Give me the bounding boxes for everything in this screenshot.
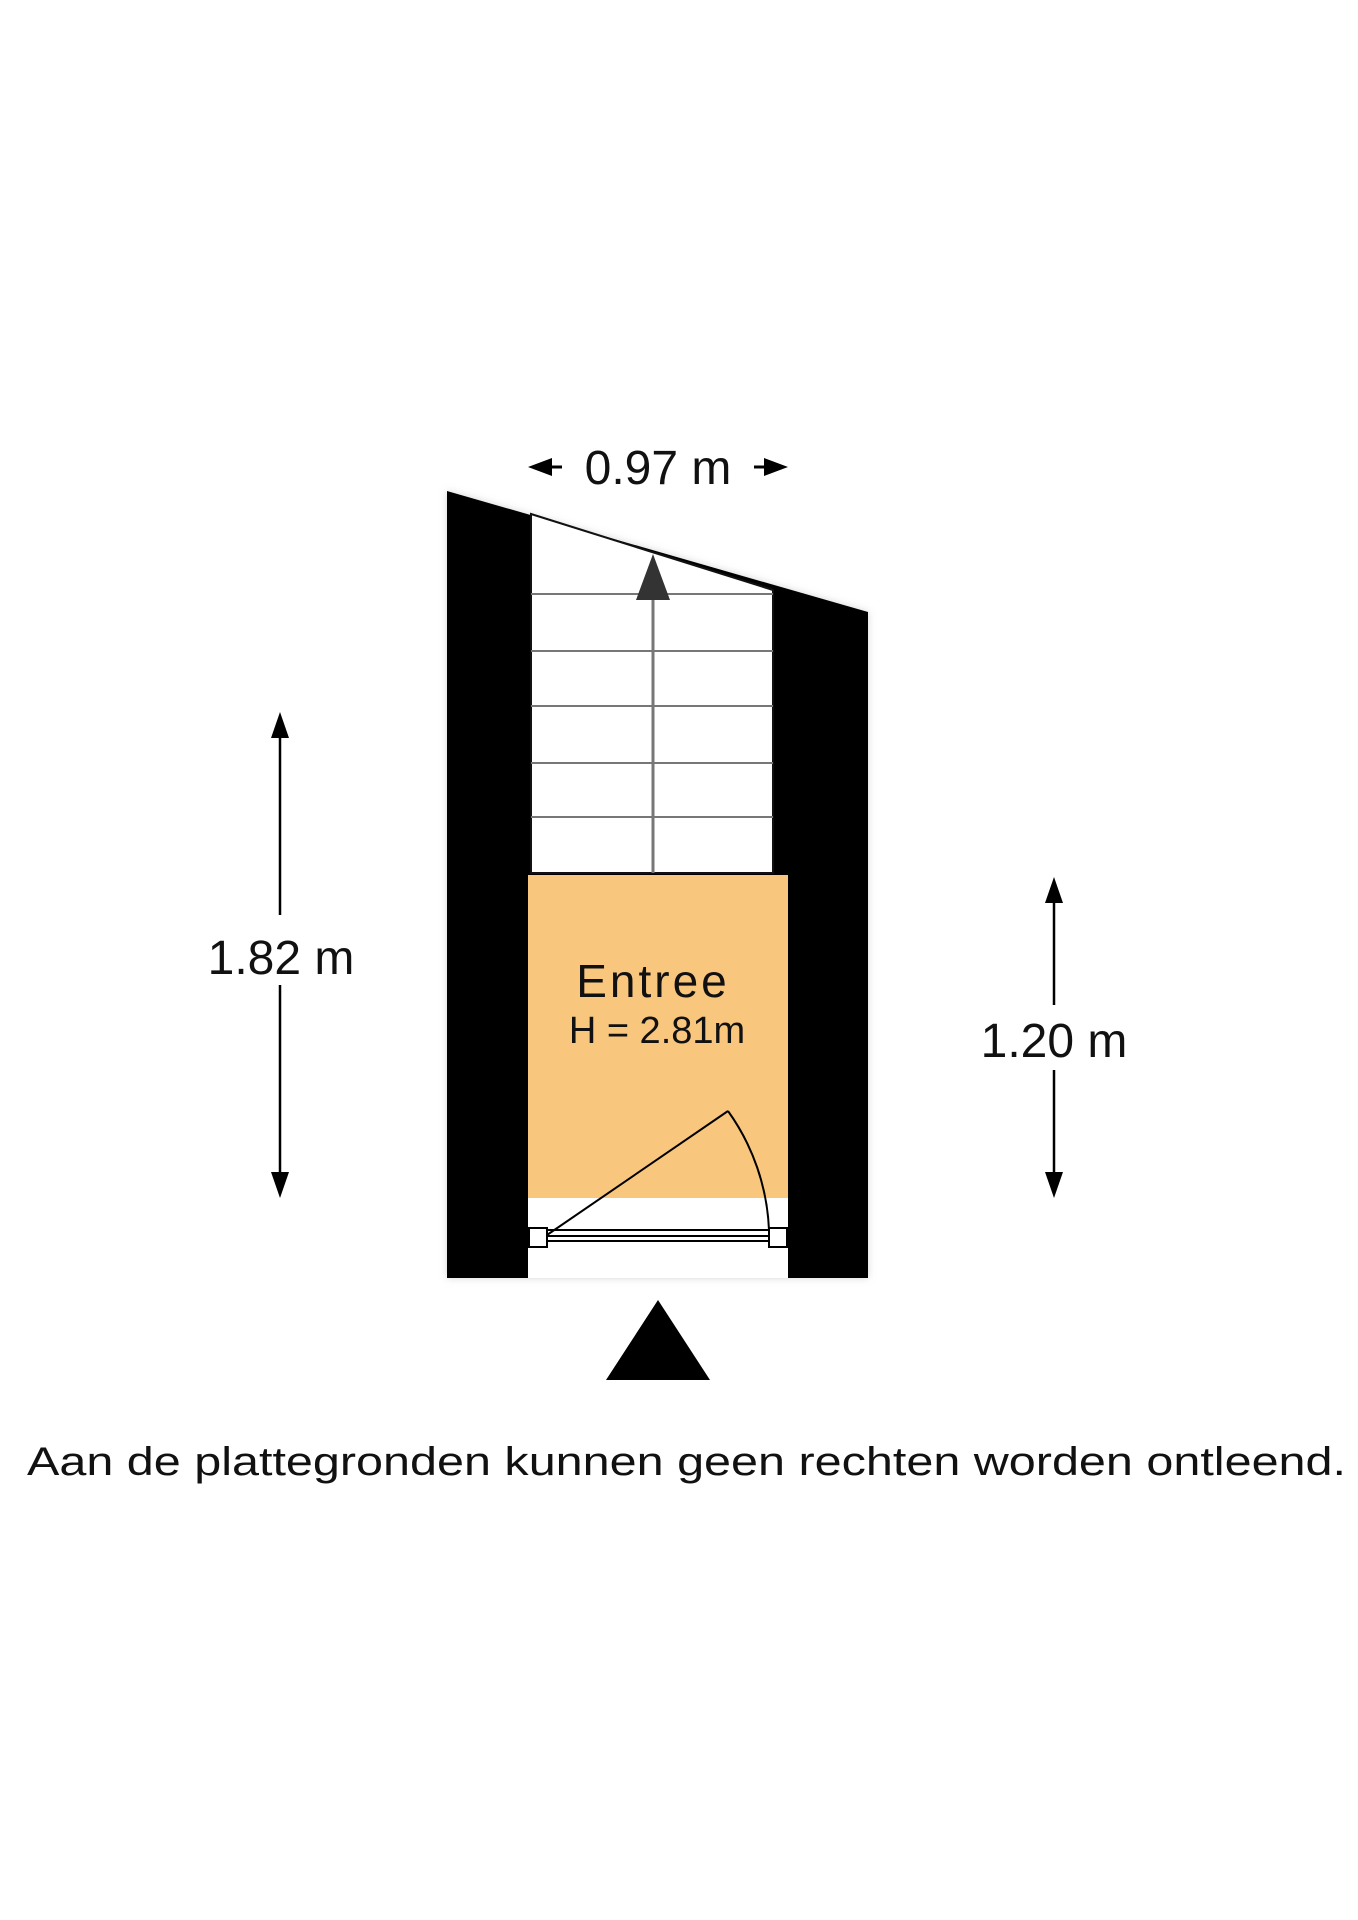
width-dimension: 0.97 m — [528, 442, 788, 495]
arrow-up-icon — [636, 554, 670, 873]
room-entree — [528, 875, 788, 1198]
right-height-dimension: 1.20 m — [981, 877, 1128, 1198]
door — [528, 1110, 788, 1248]
entrance-threshold — [528, 1198, 788, 1278]
disclaimer: Aan de plattegronden kunnen geen rechten… — [27, 1440, 1346, 1484]
entrance-triangle-icon — [606, 1300, 710, 1380]
width-label: 0.97 m — [585, 442, 732, 495]
left-height-dimension: 1.82 m — [208, 712, 355, 1198]
left-height-label: 1.82 m — [208, 932, 355, 985]
right-height-label: 1.20 m — [981, 1015, 1128, 1068]
room-name: Entree — [576, 955, 730, 1007]
room-height: H = 2.81m — [569, 1010, 745, 1052]
